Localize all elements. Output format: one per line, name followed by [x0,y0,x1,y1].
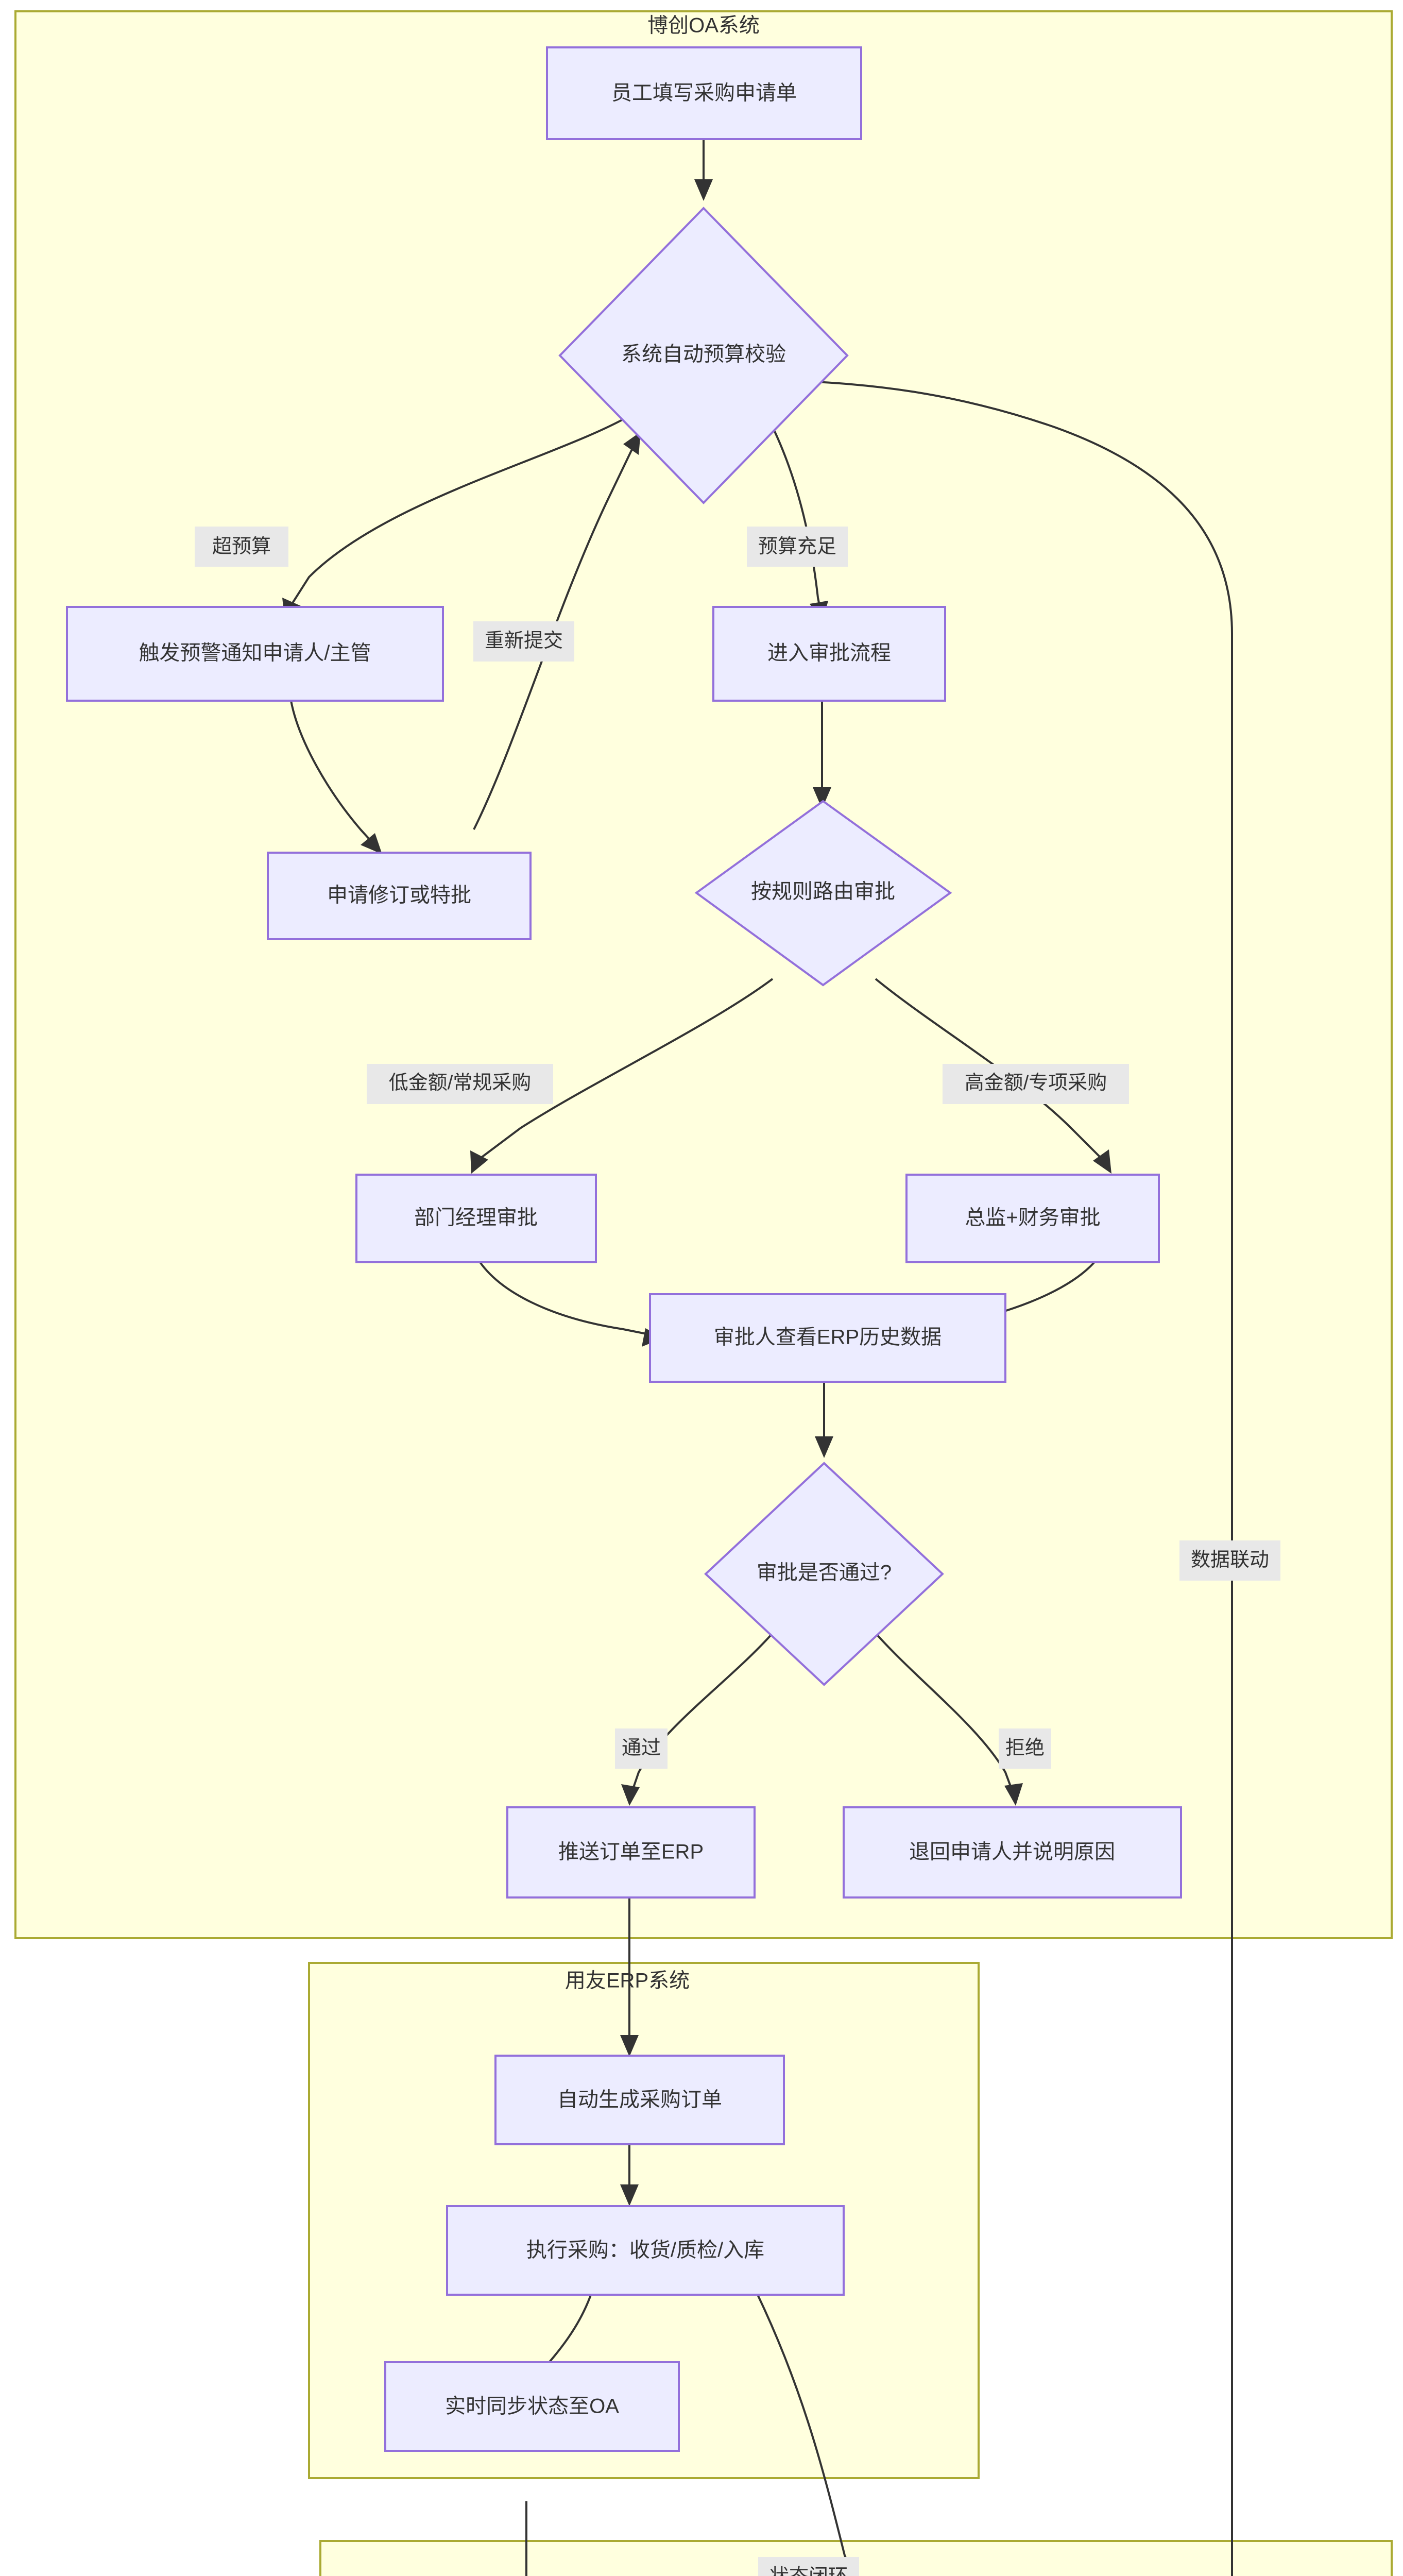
node-n2[interactable]: 系统自动预算校验 [558,207,849,504]
node-n14-rect[interactable] [446,2205,845,2296]
node-n6[interactable]: 按规则路由审批 [694,800,952,987]
node-n8-label: 总监+财务审批 [965,1207,1100,1229]
node-n10-label: 审批是否通过? [757,1562,892,1584]
edge-n15-n16 [525,2501,527,2576]
edge-label-dijine: 低金额/常规采购 [367,1064,553,1104]
edge-n5-n6 [813,701,831,809]
node-n5-label: 进入审批流程 [767,642,891,665]
node-n9[interactable]: 审批人查看ERP历史数据 [649,1293,1006,1383]
edge-label-gaojine: 高金额/专项采购 [943,1064,1129,1104]
edge-label-shujuliandong: 数据联动 [1179,1540,1280,1581]
node-n3[interactable]: 触发预警通知申请人/主管 [66,606,444,702]
node-n2-shape[interactable] [558,207,849,504]
node-n7[interactable]: 部门经理审批 [355,1174,597,1263]
edge-label-tongguo: 通过 [615,1728,668,1769]
node-n12-rect[interactable] [843,1806,1182,1899]
node-n4-rect[interactable] [267,852,532,940]
node-n1-label: 员工填写采购申请单 [611,82,797,105]
node-n3-label: 触发预警通知申请人/主管 [139,642,371,665]
node-n6-label: 按规则路由审批 [751,880,895,903]
edge-label-chaoyusuan-text: 超预算 [212,536,271,557]
node-n1[interactable]: 员工填写采购申请单 [546,46,862,140]
node-n10-shape[interactable] [704,1462,944,1686]
node-n15-label: 实时同步状态至OA [445,2395,619,2418]
node-n9-rect[interactable] [649,1293,1006,1383]
node-n5[interactable]: 进入审批流程 [712,606,946,702]
node-n13-rect[interactable] [494,2055,785,2145]
edge-label-jujue-text: 拒绝 [1005,1737,1045,1759]
edge-n13-n14 [620,2144,639,2206]
edge-label-shujuliandong-text: 数据联动 [1191,1549,1269,1571]
edge-n4-n2 [473,432,641,830]
node-n13-label: 自动生成采购订单 [557,2089,722,2111]
node-n4-label: 申请修订或特批 [327,884,471,907]
edge-n3-n4 [290,700,382,854]
edge-label-chongxintijiao-text: 重新提交 [485,630,563,652]
node-n5-rect[interactable] [712,606,946,702]
node-n8[interactable]: 总监+财务审批 [905,1174,1160,1263]
node-n10[interactable]: 审批是否通过? [704,1462,944,1686]
edge-label-yusuanchongzu-text: 预算充足 [758,536,836,557]
node-n8-rect[interactable] [905,1174,1160,1263]
edge-n6-n8 [875,978,1111,1174]
edge-label-zhuangtaibihuan-text: 状态闭环 [769,2566,848,2576]
node-n3-rect[interactable] [66,606,444,702]
edge-n9-n10 [815,1381,833,1458]
node-n11-label: 推送订单至ERP [558,1841,704,1863]
node-n7-rect[interactable] [355,1174,597,1263]
node-n14-label: 执行采购：收货/质检/入库 [526,2239,764,2262]
edge-label-zhuangtaibihuan: 状态闭环 [758,2557,859,2576]
node-n12-label: 退回申请人并说明原因 [909,1841,1115,1863]
node-n12[interactable]: 退回申请人并说明原因 [843,1806,1182,1899]
edge-label-gaojine-text: 高金额/专项采购 [965,1072,1107,1094]
node-n9-label: 审批人查看ERP历史数据 [714,1326,942,1349]
node-n15-rect[interactable] [384,2361,680,2452]
node-n1-rect[interactable] [546,46,862,140]
edge-n14-n17 [756,2293,858,2576]
node-n13[interactable]: 自动生成采购订单 [494,2055,785,2145]
edge-n1-n2 [694,139,713,201]
node-n4[interactable]: 申请修订或特批 [267,852,532,940]
node-n11-rect[interactable] [506,1806,756,1899]
edge-label-jujue: 拒绝 [999,1728,1051,1769]
edge-label-chongxintijiao: 重新提交 [473,621,574,662]
cluster-oa-label: 博创OA系统 [647,14,760,37]
edge-n6-n7 [470,978,774,1174]
edge-n11-n13 [620,1897,639,2057]
edge-label-yusuanchongzu: 预算充足 [747,527,848,567]
edge-label-tongguo-text: 通过 [622,1737,661,1759]
edge-label-dijine-text: 低金额/常规采购 [389,1072,532,1094]
node-n2-label: 系统自动预算校验 [621,343,786,366]
node-n14[interactable]: 执行采购：收货/质检/入库 [446,2205,845,2296]
edge-label-chaoyusuan: 超预算 [195,527,288,567]
node-n15[interactable]: 实时同步状态至OA [384,2361,680,2452]
node-n6-shape[interactable] [694,800,952,987]
edge-n10-n12 [875,1632,1023,1806]
node-n11[interactable]: 推送订单至ERP [506,1806,756,1899]
cluster-erp-label: 用友ERP系统 [565,1970,690,1992]
node-n7-label: 部门经理审批 [414,1207,538,1229]
